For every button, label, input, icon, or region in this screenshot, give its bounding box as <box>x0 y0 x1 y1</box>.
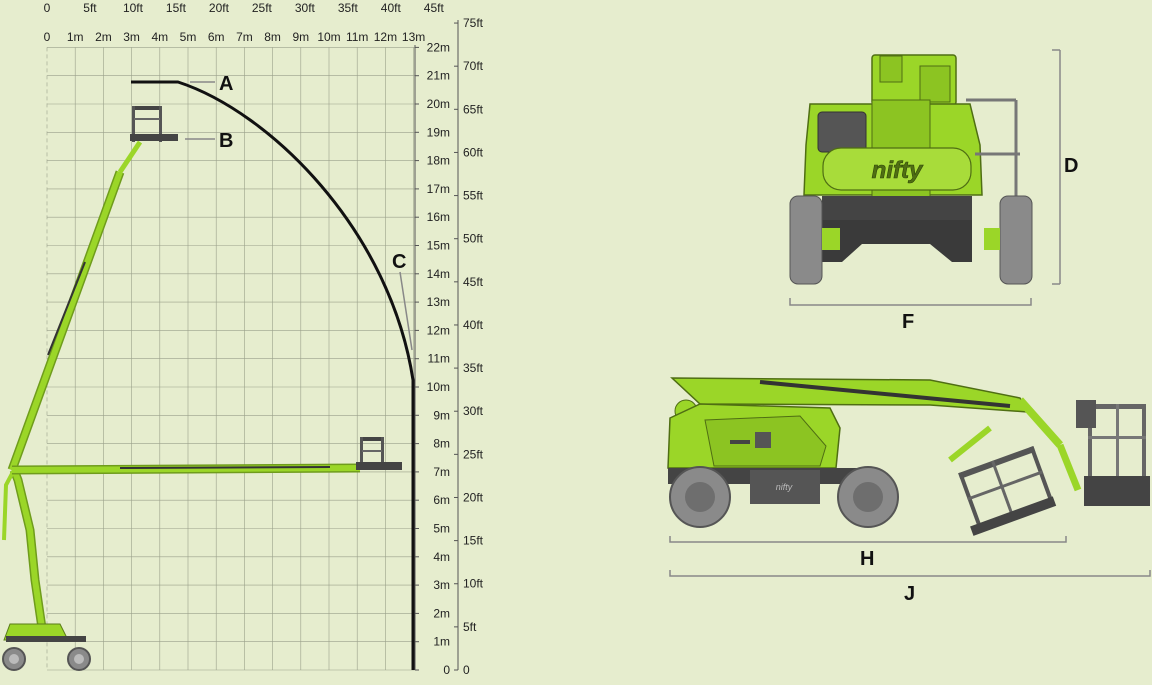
right-metre-tick: 19m <box>427 125 450 139</box>
top-metre-tick: 13m <box>402 30 425 44</box>
label-a: A <box>219 73 233 95</box>
right-metre-tick: 16m <box>427 210 450 224</box>
right-metre-tick: 18m <box>427 154 450 168</box>
top-metre-axis: 0 1m 2m 3m 4m 5m 6m 7m 8m 9m 10m 11m 12m 13m <box>44 30 426 44</box>
right-metre-tick: 21m <box>427 69 450 83</box>
top-metre-tick: 2m <box>95 30 112 44</box>
right-metre-tick: 1m <box>433 635 450 649</box>
right-metre-axis: 0 1m 2m 3m 4m 5m 6m 7m 8m 9m 10m 11m 12m 13m 14m 15m 16m… <box>415 40 450 677</box>
right-feet-tick: 25ft <box>463 447 484 461</box>
top-feet-tick: 45ft <box>424 1 445 15</box>
top-metre-tick: 6m <box>208 30 225 44</box>
top-metre-tick: 3m <box>123 30 140 44</box>
top-metre-tick: 0 <box>44 30 51 44</box>
right-feet-tick: 55ft <box>463 189 484 203</box>
right-feet-axis: 0 5ft 10ft 15ft 20ft 25ft 30ft 35ft 40ft 45ft 50ft… <box>454 16 484 677</box>
top-feet-tick: 35ft <box>338 1 359 15</box>
top-feet-tick: 10ft <box>123 1 144 15</box>
right-metre-tick: 12m <box>427 323 450 337</box>
top-metre-tick: 9m <box>292 30 309 44</box>
machine-side-stowed: nifty <box>667 377 1150 536</box>
right-feet-tick: 15ft <box>463 534 484 548</box>
right-metre-tick: 3m <box>433 578 450 592</box>
working-envelope-curve <box>131 80 415 670</box>
top-feet-tick: 25ft <box>252 1 273 15</box>
right-feet-tick: 40ft <box>463 318 484 332</box>
platform-outreach <box>356 437 402 470</box>
right-metre-tick: 14m <box>427 267 450 281</box>
right-feet-tick: 30ft <box>463 404 484 418</box>
right-feet-tick: 70ft <box>463 59 484 73</box>
right-metre-tick: 20m <box>427 97 450 111</box>
right-metre-tick: 9m <box>433 408 450 422</box>
top-feet-tick: 15ft <box>166 1 187 15</box>
right-metre-tick: 17m <box>427 182 450 196</box>
right-feet-tick: 50ft <box>463 232 484 246</box>
right-feet-tick: 60ft <box>463 145 484 159</box>
dim-f-line <box>789 298 1032 306</box>
machine-side-raised <box>2 106 402 671</box>
right-feet-tick: 5ft <box>463 620 477 634</box>
svg-text:nifty: nifty <box>776 482 793 492</box>
right-feet-tick: 35ft <box>463 361 484 375</box>
top-feet-axis: 0 5ft 10ft 15ft 20ft 25ft 30ft 35ft 40ft 45ft <box>44 1 445 15</box>
top-metre-tick: 12m <box>374 30 397 44</box>
top-feet-tick: 0 <box>44 1 51 15</box>
right-metre-tick: 13m <box>427 295 450 309</box>
right-metre-tick: 2m <box>433 606 450 620</box>
label-b: B <box>219 130 233 152</box>
top-metre-tick: 1m <box>67 30 84 44</box>
top-metre-tick: 7m <box>236 30 253 44</box>
top-metre-tick: 11m <box>346 30 368 44</box>
right-feet-tick: 10ft <box>463 577 484 591</box>
right-metre-tick: 10m <box>427 380 450 394</box>
right-feet-tick: 65ft <box>463 102 484 116</box>
label-c: C <box>392 251 406 273</box>
top-feet-tick: 20ft <box>209 1 230 15</box>
platform-raised <box>130 106 178 142</box>
label-d: D <box>1064 155 1078 177</box>
right-metre-tick: 7m <box>433 465 450 479</box>
right-metre-tick: 22m <box>427 40 450 54</box>
right-metre-tick: 6m <box>433 493 450 507</box>
label-j: J <box>904 583 915 605</box>
right-metre-tick: 8m <box>433 437 450 451</box>
right-feet-tick: 75ft <box>463 16 484 30</box>
dim-h-line <box>669 536 1067 543</box>
top-feet-tick: 40ft <box>381 1 402 15</box>
leader-c <box>399 271 413 351</box>
right-metre-tick: 0 <box>443 663 450 677</box>
machine-front-view: nifty <box>789 54 1033 285</box>
brand-logo: nifty <box>872 157 924 184</box>
top-metre-tick: 5m <box>180 30 197 44</box>
label-h: H <box>860 548 874 570</box>
right-metre-tick: 15m <box>427 239 450 253</box>
top-metre-tick: 8m <box>264 30 281 44</box>
label-f: F <box>902 311 914 333</box>
top-feet-tick: 30ft <box>295 1 316 15</box>
top-metre-tick: 10m <box>317 30 340 44</box>
right-feet-tick: 45ft <box>463 275 484 289</box>
right-metre-tick: 5m <box>433 522 450 536</box>
right-metre-tick: 4m <box>433 550 450 564</box>
right-metre-tick: 11m <box>428 352 450 366</box>
top-metre-tick: 4m <box>151 30 168 44</box>
top-feet-tick: 5ft <box>83 1 97 15</box>
right-feet-tick: 20ft <box>463 490 484 504</box>
right-feet-tick: 0 <box>463 663 470 677</box>
dim-j-line <box>669 570 1151 577</box>
